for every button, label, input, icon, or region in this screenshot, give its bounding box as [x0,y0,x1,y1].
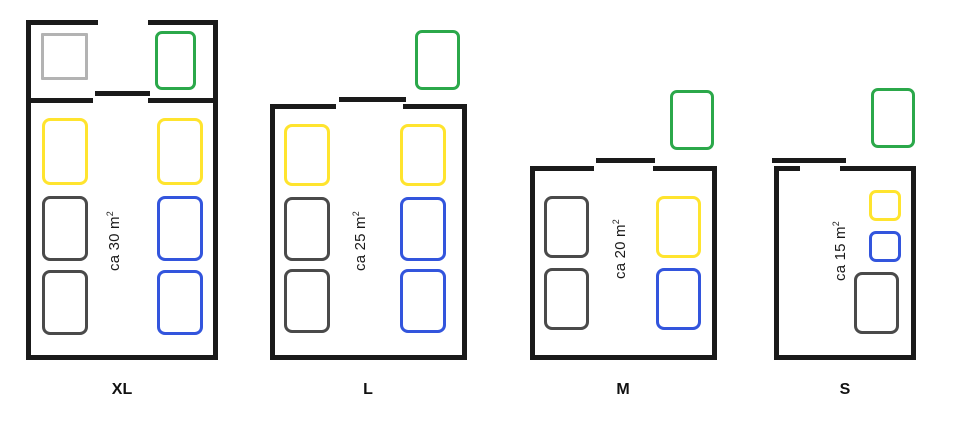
xl-wall-top-left [26,20,98,25]
l-blue-box-right-lower[interactable] [400,269,446,333]
xl-wall-left-main [26,98,31,360]
l-wall-left [270,104,275,360]
xl-yellow-box-right[interactable] [157,118,203,185]
m-wall-left [530,166,535,360]
s-yellow-box[interactable] [869,190,901,221]
m-green-box[interactable] [670,90,714,150]
s-size-label: S [839,381,851,398]
m-door-leaf [596,158,655,163]
m-gray-box-left-lower[interactable] [544,268,589,330]
xl-wall-top-right [148,20,218,25]
l-door-leaf [339,97,406,102]
l-wall-bottom [270,355,467,360]
s-area-text: ca 15 m [832,226,849,281]
s-wall-right [911,166,916,360]
l-wall-top-left [270,104,336,109]
l-blue-box-right-upper[interactable] [400,197,446,261]
xl-wall-right-main [213,98,218,360]
s-wall-bottom [774,355,916,360]
l-wall-right [462,104,467,360]
xl-size-label: XL [111,381,133,398]
m-area-label: ca 20 m2 [611,199,629,279]
xl-area-text: ca 30 m [106,216,123,271]
m-area-exponent: 2 [611,219,621,225]
m-yellow-box-right[interactable] [656,196,701,258]
xl-green-box[interactable] [155,31,196,90]
l-size-label: L [363,381,373,398]
l-area-exponent: 2 [351,211,361,217]
plan-xl[interactable]: ca 30 m2 XL [0,0,240,429]
s-wall-left [774,166,779,360]
m-wall-top-right [653,166,717,171]
s-wall-top-left [774,166,800,171]
plan-s[interactable]: ca 15 m2 S [730,0,956,429]
plan-l[interactable]: ca 25 m2 L [240,0,490,429]
xl-light-gray-box[interactable] [41,33,88,80]
s-door-leaf [772,158,846,163]
m-area-text: ca 20 m [612,224,629,279]
xl-wall-divider-left [26,98,93,103]
l-area-text: ca 25 m [352,216,369,271]
xl-area-label: ca 30 m2 [105,191,123,271]
xl-blue-box-right-lower[interactable] [157,270,203,335]
s-wall-top-right [840,166,916,171]
xl-wall-left-upper [26,20,31,103]
xl-wall-divider-right [148,98,218,103]
s-gray-box[interactable] [854,272,899,334]
xl-yellow-box-left[interactable] [42,118,88,185]
l-yellow-box-left[interactable] [284,124,330,186]
l-gray-box-left-upper[interactable] [284,197,330,261]
s-area-exponent: 2 [831,221,841,227]
xl-wall-bottom [26,355,218,360]
xl-wall-right-upper [213,20,218,103]
xl-door-leaf-interior [95,91,150,96]
m-wall-right [712,166,717,360]
s-area-label: ca 15 m2 [831,201,849,281]
xl-gray-box-left-lower[interactable] [42,270,88,335]
xl-area-exponent: 2 [105,211,115,217]
l-gray-box-left-lower[interactable] [284,269,330,333]
s-green-box[interactable] [871,88,915,148]
xl-gray-box-left-upper[interactable] [42,196,88,261]
l-area-label: ca 25 m2 [351,191,369,271]
plan-m[interactable]: ca 20 m2 M [490,0,730,429]
l-green-box[interactable] [415,30,460,90]
xl-blue-box-right-upper[interactable] [157,196,203,261]
m-blue-box-right[interactable] [656,268,701,330]
l-wall-top-right [403,104,467,109]
m-size-label: M [616,381,630,398]
m-wall-bottom [530,355,717,360]
m-wall-top-left [530,166,594,171]
l-yellow-box-right[interactable] [400,124,446,186]
s-blue-box[interactable] [869,231,901,262]
m-gray-box-left-upper[interactable] [544,196,589,258]
